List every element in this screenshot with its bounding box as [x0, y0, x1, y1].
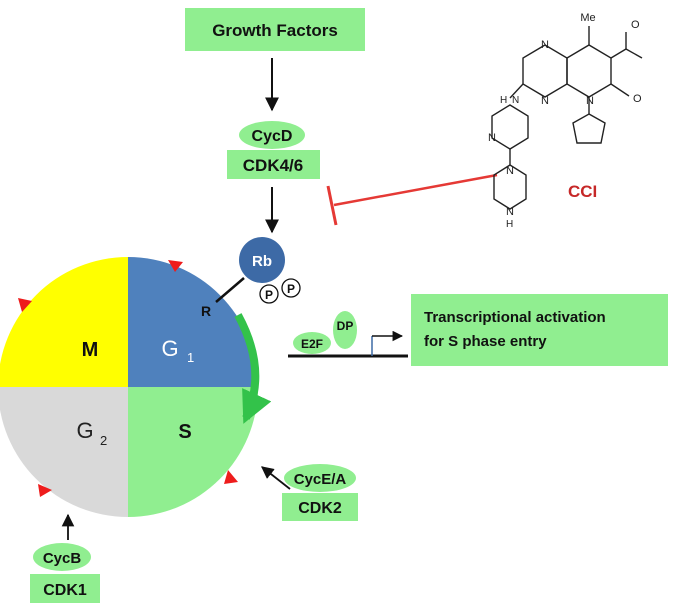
s-phase-quadrant	[128, 387, 258, 517]
carbonyl-oxygen-label: O	[633, 93, 642, 105]
marker-g2-bottom	[38, 484, 52, 497]
g2-subscript: 2	[100, 433, 107, 448]
marker-s-bottom	[224, 470, 238, 484]
amine-label: N	[512, 95, 519, 106]
cycea-ellipse	[284, 464, 356, 492]
cci-molecule	[491, 26, 643, 210]
g1-subscript: 1	[187, 350, 194, 365]
g1-to-s-arrow	[234, 313, 272, 424]
amine-h-label: H	[500, 95, 507, 106]
g2-phase-quadrant	[0, 387, 128, 517]
cdk46-label: CDK4/6	[243, 156, 303, 175]
cdk2-to-cycle-arrow	[261, 466, 291, 490]
cycd-ellipse	[239, 121, 305, 149]
transcription-line2: for S phase entry	[424, 333, 547, 350]
phospho-label-2: P	[287, 282, 295, 296]
marker-g1-top	[168, 260, 183, 272]
cycd-label: CycD	[252, 128, 293, 145]
growth-factors-box	[185, 8, 365, 51]
e2f-ellipse	[293, 332, 331, 354]
g1-phase-label: G	[161, 336, 178, 361]
cdk46-box	[227, 150, 320, 179]
e2f-label: E2F	[301, 337, 323, 351]
growth-factors-label: Growth Factors	[212, 21, 338, 40]
phospho-label-1: P	[265, 288, 273, 302]
marker-m-left	[18, 298, 32, 312]
transcription-box	[411, 294, 668, 366]
m-phase-quadrant	[0, 257, 128, 387]
piperazine-n1-label: N	[506, 165, 514, 177]
cdk1-box	[30, 574, 100, 603]
phospho-circle-1	[259, 284, 279, 304]
pyridine-n-label: N	[488, 132, 496, 144]
cdk2-box	[282, 493, 358, 521]
r-point-label: R	[201, 303, 211, 319]
ring-n3-label: N	[586, 95, 594, 107]
inhibition-bar	[326, 185, 338, 226]
s-phase-label: S	[178, 421, 191, 443]
dp-label: DP	[337, 319, 354, 333]
dp-ellipse	[333, 311, 357, 349]
methyl-label: Me	[580, 12, 595, 24]
cycb-label: CycB	[43, 550, 82, 567]
rb-label: Rb	[252, 253, 272, 270]
ring-n1-label: N	[541, 39, 549, 51]
transcription-line1: Transcriptional activation	[424, 309, 606, 326]
piperazine-h-label: H	[506, 219, 513, 230]
m-phase-label: M	[82, 339, 99, 361]
piperazine-n2-label: N	[506, 206, 514, 218]
rb-circle	[239, 237, 285, 283]
g1-phase-quadrant	[128, 257, 258, 387]
acetyl-oxygen-label: O	[631, 19, 640, 31]
r-point-line	[215, 277, 245, 303]
cdk2-label: CDK2	[298, 500, 342, 517]
ring-n2-label: N	[541, 95, 549, 107]
phospho-circle-2	[281, 278, 301, 298]
cci-label: CCI	[568, 182, 597, 201]
cycea-label: CycE/A	[294, 471, 347, 488]
cdk1-label: CDK1	[43, 582, 87, 599]
inhibition-line	[333, 173, 498, 207]
g2-phase-label: G	[76, 418, 93, 443]
cycb-ellipse	[33, 543, 91, 571]
